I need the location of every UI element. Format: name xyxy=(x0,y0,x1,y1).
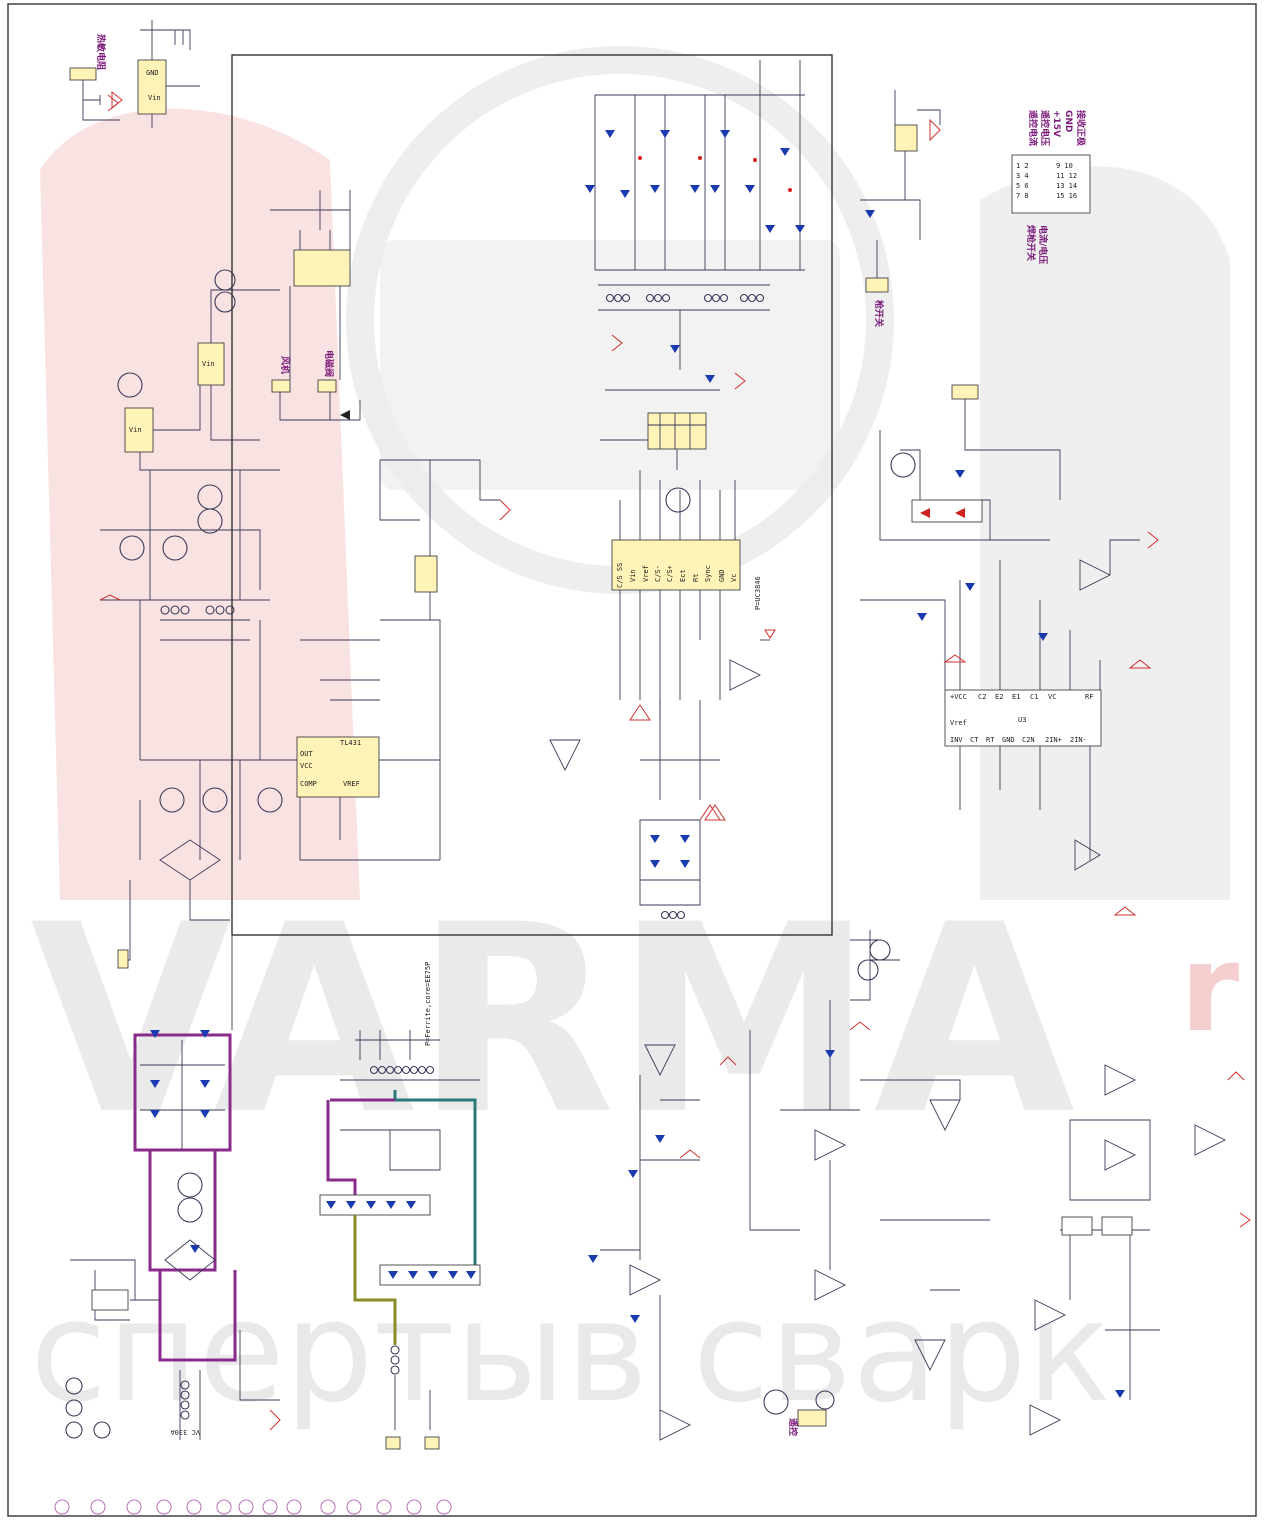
fan-solenoid: 风机 电磁阀 xyxy=(270,190,361,421)
tl431-ic xyxy=(296,736,380,798)
svg-text:C/S+: C/S+ xyxy=(666,565,674,582)
svg-text:C1: C1 xyxy=(1030,693,1038,701)
svg-text:1 2: 1 2 xyxy=(1016,162,1029,170)
svg-text:E1: E1 xyxy=(1012,693,1020,701)
svg-text:GND: GND xyxy=(718,569,726,582)
fan-label: 风机 xyxy=(279,356,291,374)
svg-text:9 10: 9 10 xyxy=(1056,162,1073,170)
watermark-brand: VARMA xyxy=(30,870,1077,1172)
u3-ic xyxy=(944,689,1102,747)
opamp-u10b xyxy=(549,739,581,772)
svg-text:GND: GND xyxy=(1002,736,1015,744)
u6-regulator xyxy=(137,59,167,115)
vc330a-label: VC 330A xyxy=(170,1428,200,1436)
svg-text:INV: INV xyxy=(950,736,963,744)
connector-label-1: 遥控电压 xyxy=(1039,110,1051,146)
svg-text:U3: U3 xyxy=(1018,716,1026,724)
u3-pwm-block: +VCC C2 E2 E1 C1 VC RF INV CT RT GND C2N 2IN+ 2IN- U… xyxy=(860,384,1159,871)
svg-text:P=UC3846: P=UC3846 xyxy=(754,576,762,610)
svg-text:GND: GND xyxy=(146,69,159,77)
ferrite-note: P=Ferrite,core=EE75P xyxy=(424,962,432,1046)
svg-text:OUT: OUT xyxy=(300,750,313,758)
svg-text:C2N: C2N xyxy=(1022,736,1035,744)
right-amps xyxy=(1029,1064,1251,1436)
watermark-visor xyxy=(380,240,840,490)
svg-text:VC: VC xyxy=(1048,693,1056,701)
pfc-stage: TL431 OUT VCC COMP VREF xyxy=(117,459,511,969)
svg-text:Vin: Vin xyxy=(129,426,142,434)
svg-text:C/S-: C/S- xyxy=(654,565,662,582)
feedback-bridge xyxy=(639,819,701,920)
connector-label-0: 遥控电流 xyxy=(1027,110,1039,146)
svg-text:3 4: 3 4 xyxy=(1016,172,1029,180)
connector-label-6: 电流/电压 xyxy=(1037,225,1049,264)
con7-connector xyxy=(1011,154,1091,214)
watermark-tagline: спертыв сварк xyxy=(30,1271,1111,1434)
svg-text:C2: C2 xyxy=(978,693,986,701)
watermark-brand-tail: r xyxy=(1180,920,1239,1059)
svg-text:Vin: Vin xyxy=(629,569,637,582)
svg-text:RF: RF xyxy=(1085,693,1093,701)
ground-markers xyxy=(99,94,1245,1431)
svg-text:COMP: COMP xyxy=(300,780,317,788)
svg-text:E2: E2 xyxy=(995,693,1003,701)
svg-text:Vref: Vref xyxy=(642,565,650,582)
svg-text:2IN-: 2IN- xyxy=(1070,736,1087,744)
connector-label-3: GND xyxy=(1063,110,1073,132)
sheet-border xyxy=(7,3,1257,1517)
svg-text:5 6: 5 6 xyxy=(1016,182,1029,190)
svg-text:Vref: Vref xyxy=(950,719,967,727)
connector-label-2: +15V xyxy=(1051,110,1061,137)
svg-text:11 12: 11 12 xyxy=(1056,172,1077,180)
output-stage: P=Ferrite,core=EE75P xyxy=(319,962,481,1450)
secondary-control-frame xyxy=(231,54,833,936)
feedback-amps: 遥控 xyxy=(588,930,990,1441)
gun-switch-label: 枪开关 xyxy=(873,300,885,327)
u10-optocoupler xyxy=(414,555,438,593)
uc3846-block: C/S SS Vin Vref C/S- C/S+ Ect Rt Sync GN… xyxy=(611,470,776,720)
connector-label-4: 接收正极 xyxy=(1075,110,1087,147)
mounting-holes xyxy=(54,1377,452,1515)
svg-text:Ect: Ect xyxy=(679,569,687,582)
svg-text:RT: RT xyxy=(986,736,995,744)
svg-text:VREF: VREF xyxy=(343,780,360,788)
gate-drivers xyxy=(585,60,805,383)
watermark-right-blob xyxy=(980,166,1230,900)
u9-mosfet-pair xyxy=(293,249,351,287)
aux-supply: Vin Vin xyxy=(100,269,280,760)
svg-text:7 8: 7 8 xyxy=(1016,192,1029,200)
power-stage: VC 330A xyxy=(70,1030,280,1440)
svg-text:C/S SS: C/S SS xyxy=(616,563,624,588)
solenoid-label: 电磁阀 xyxy=(323,350,335,377)
svg-text:15 16: 15 16 xyxy=(1056,192,1077,200)
svg-text:Vc: Vc xyxy=(730,574,738,582)
svg-text:Vin: Vin xyxy=(202,360,215,368)
watermark: VARMA r спертыв сварк xyxy=(30,46,1239,1434)
svg-text:Rt: Rt xyxy=(692,574,700,582)
svg-text:Vin: Vin xyxy=(148,94,161,102)
connector-label-5: 焊枪开关 xyxy=(1025,225,1037,261)
svg-text:CT: CT xyxy=(970,736,979,744)
u4-block xyxy=(600,412,707,470)
gun-switch-block: 枪开关 1 2 3 4 5 6 7 8 9 10 11 12 13 14 15 16 遥控电… xyxy=(860,90,1091,327)
thermal-block: 热敏电阻 GND Vin xyxy=(69,20,200,128)
svg-text:2IN+: 2IN+ xyxy=(1045,736,1062,744)
svg-text:Sync: Sync xyxy=(704,565,712,582)
svg-text:+VCC: +VCC xyxy=(950,693,967,701)
svg-text:13 14: 13 14 xyxy=(1056,182,1077,190)
svg-text:VCC: VCC xyxy=(300,762,313,770)
drive-transformers xyxy=(598,284,770,391)
remote-label: 遥控 xyxy=(787,1418,799,1436)
svg-text:TL431: TL431 xyxy=(340,739,361,747)
thermal-label: 热敏电阻 xyxy=(95,34,107,70)
